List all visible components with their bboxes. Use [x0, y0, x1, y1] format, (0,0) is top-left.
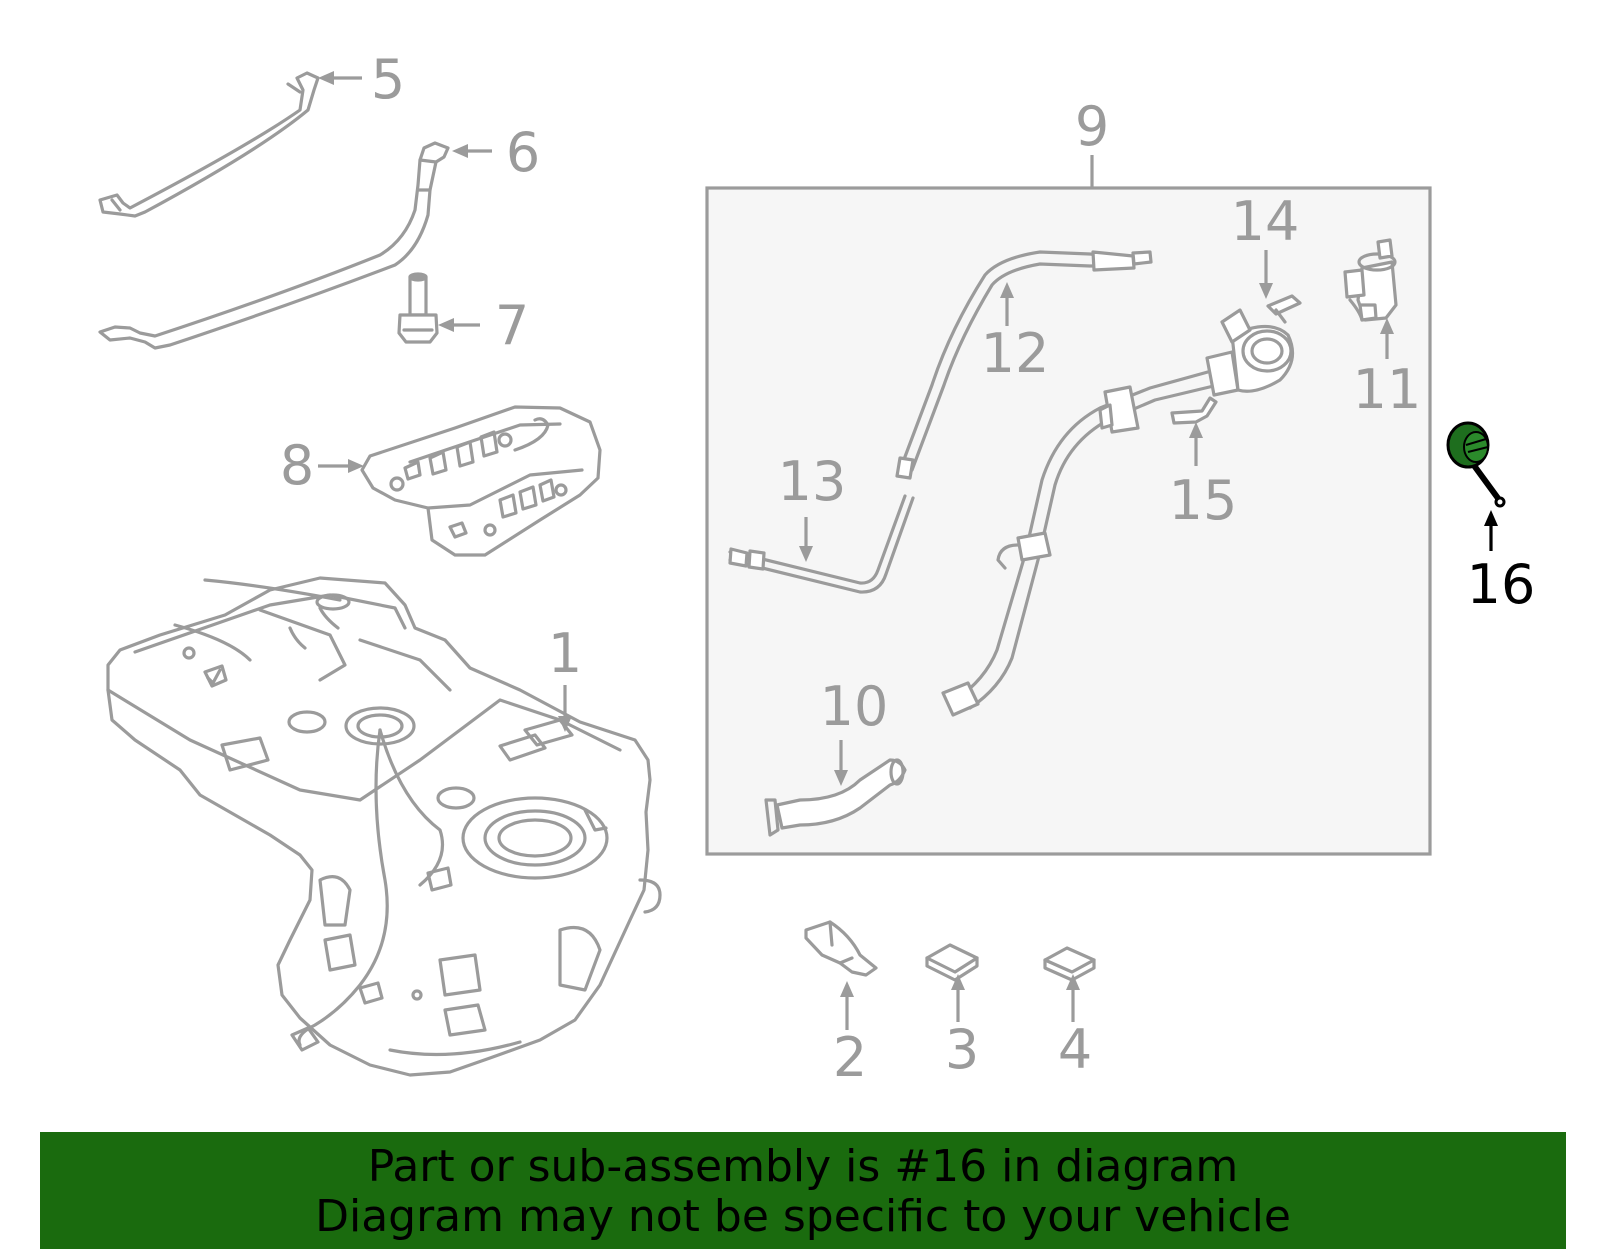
- part-5-strap[interactable]: [98, 71, 320, 218]
- callout-5[interactable]: 5: [371, 48, 405, 111]
- callout-6[interactable]: 6: [506, 121, 540, 184]
- callout-16[interactable]: 16: [1467, 553, 1536, 616]
- callout-12[interactable]: 12: [981, 322, 1050, 385]
- part-1-fuel-tank[interactable]: [106, 576, 662, 1077]
- info-banner: Part or sub-assembly is #16 in diagram D…: [40, 1132, 1566, 1249]
- part-16-fuel-cap[interactable]: [1446, 421, 1506, 508]
- part-8-heat-shield[interactable]: [360, 405, 602, 557]
- part-4-pad[interactable]: [1043, 946, 1096, 982]
- part-14-clip[interactable]: [1266, 294, 1302, 324]
- part-7-bolt[interactable]: [397, 272, 439, 344]
- part-13-vent-tube[interactable]: [728, 494, 915, 594]
- banner-line-1: Part or sub-assembly is #16 in diagram: [367, 1141, 1239, 1192]
- callout-2[interactable]: 2: [833, 1026, 867, 1089]
- filler-assembly-group-box: [705, 186, 1432, 856]
- callout-labels: 1 2 3 4 5 6 7 8 9 10 11 12 13 14 15 16: [280, 48, 1536, 1089]
- callout-4[interactable]: 4: [1058, 1018, 1092, 1081]
- callout-8[interactable]: 8: [280, 434, 314, 497]
- callout-14[interactable]: 14: [1231, 190, 1300, 253]
- part-3-pad[interactable]: [925, 943, 979, 982]
- part-2-insulator[interactable]: [804, 920, 878, 977]
- callout-3[interactable]: 3: [945, 1018, 979, 1081]
- part-6-strap[interactable]: [98, 141, 450, 350]
- part-9-filler-neck[interactable]: [941, 308, 1295, 717]
- callout-9[interactable]: 9: [1075, 95, 1109, 158]
- callout-11[interactable]: 11: [1353, 358, 1422, 421]
- part-15-bracket[interactable]: [1170, 396, 1218, 425]
- callout-15[interactable]: 15: [1169, 469, 1238, 532]
- callout-10[interactable]: 10: [820, 675, 889, 738]
- leader-arrows: [318, 71, 1394, 1030]
- callout-7[interactable]: 7: [495, 294, 529, 357]
- leader-arrow-16: [1484, 510, 1498, 551]
- part-12-vent-hose[interactable]: [895, 250, 1153, 480]
- part-11-valve[interactable]: [1343, 238, 1398, 322]
- part-10-hose[interactable]: [764, 758, 907, 837]
- callout-1[interactable]: 1: [548, 622, 582, 685]
- callout-13[interactable]: 13: [778, 450, 847, 513]
- banner-line-2: Diagram may not be specific to your vehi…: [315, 1191, 1291, 1242]
